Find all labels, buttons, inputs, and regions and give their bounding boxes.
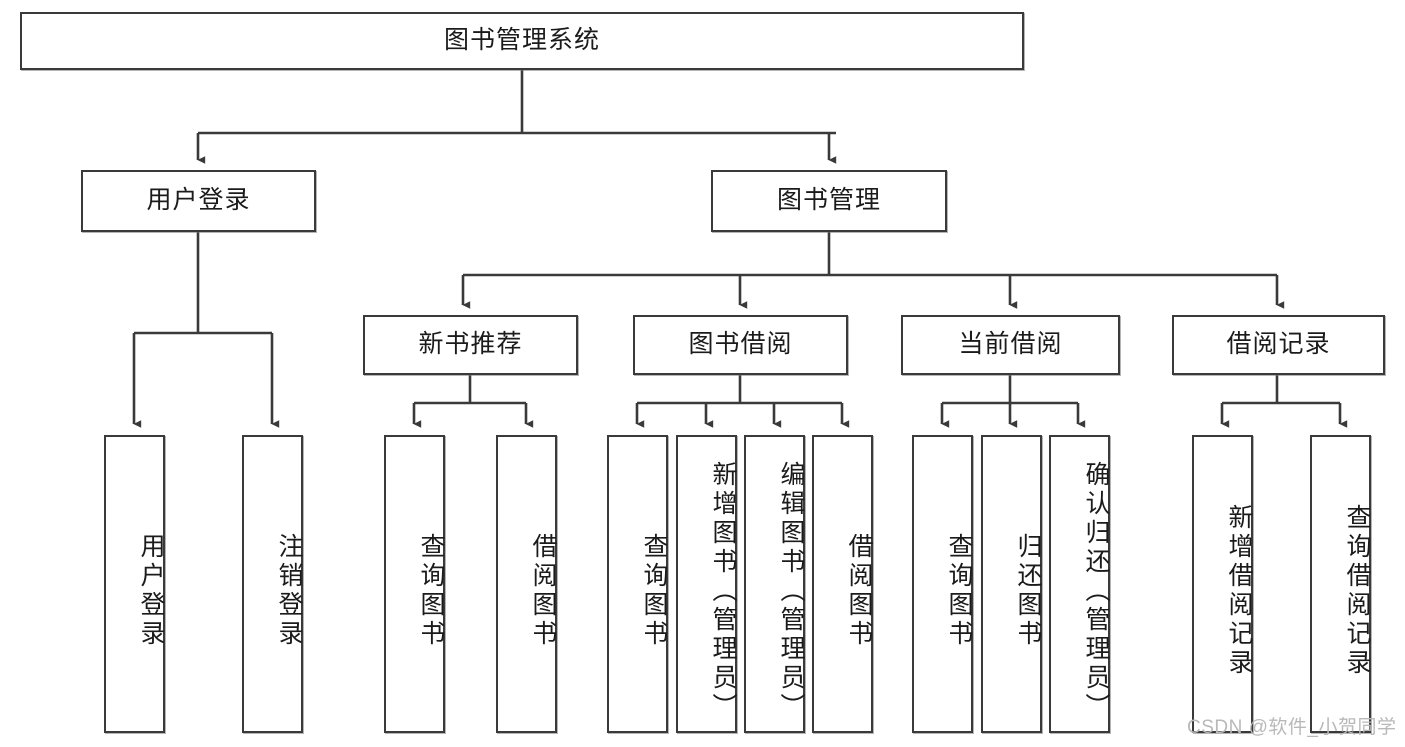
node-label: 用户登录 — [137, 533, 165, 649]
node-label: 编辑图书（管理员） — [777, 460, 805, 722]
node-label: 注销登录 — [275, 533, 303, 649]
node-leaf-add-book-admin[interactable]: 新增图书（管理员） — [676, 435, 737, 733]
node-book-borrow[interactable]: 图书借阅 — [633, 315, 848, 375]
node-label: 借阅图书 — [845, 533, 873, 649]
node-leaf-query-book-3[interactable]: 查询图书 — [912, 435, 973, 733]
node-user-login[interactable]: 用户登录 — [81, 170, 316, 232]
node-book-management[interactable]: 图书管理 — [711, 170, 947, 232]
node-label: 查询借阅记录 — [1343, 504, 1371, 678]
node-label: 图书借阅 — [688, 330, 793, 359]
node-label: 用户登录 — [146, 186, 251, 215]
node-root-book-management-system[interactable]: 图书管理系统 — [20, 12, 1024, 70]
node-label: 当前借阅 — [958, 330, 1063, 359]
node-borrow-record[interactable]: 借阅记录 — [1172, 315, 1385, 375]
node-label: 新增借阅记录 — [1225, 504, 1253, 678]
csdn-watermark: CSDN @软件_小贺同学 — [1187, 717, 1397, 738]
node-leaf-borrow-book-1[interactable]: 借阅图书 — [496, 435, 557, 733]
node-leaf-user-login[interactable]: 用户登录 — [104, 435, 165, 733]
node-leaf-query-book-1[interactable]: 查询图书 — [384, 435, 445, 733]
node-leaf-borrow-book-2[interactable]: 借阅图书 — [812, 435, 873, 733]
node-label: 图书管理 — [776, 186, 881, 215]
node-label: 借阅记录 — [1226, 330, 1331, 359]
node-label: 确认归还（管理员） — [1082, 460, 1110, 722]
node-label: 借阅图书 — [529, 533, 557, 649]
node-leaf-query-book-2[interactable]: 查询图书 — [607, 435, 668, 733]
node-leaf-logout-login[interactable]: 注销登录 — [242, 435, 303, 733]
node-current-borrow[interactable]: 当前借阅 — [901, 315, 1120, 375]
node-label: 查询图书 — [417, 533, 445, 649]
node-label: 图书管理系统 — [443, 26, 600, 55]
node-leaf-query-borrow-record[interactable]: 查询借阅记录 — [1310, 435, 1371, 733]
node-leaf-edit-book-admin[interactable]: 编辑图书（管理员） — [744, 435, 805, 733]
node-leaf-add-borrow-record[interactable]: 新增借阅记录 — [1192, 435, 1253, 733]
node-label: 新书推荐 — [418, 330, 523, 359]
node-label: 查询图书 — [640, 533, 668, 649]
node-label: 新增图书（管理员） — [709, 460, 737, 722]
node-leaf-confirm-return-admin[interactable]: 确认归还（管理员） — [1049, 435, 1110, 733]
node-new-book-recommend[interactable]: 新书推荐 — [363, 315, 578, 375]
node-leaf-return-book[interactable]: 归还图书 — [981, 435, 1042, 733]
node-label: 查询图书 — [945, 533, 973, 649]
node-label: 归还图书 — [1014, 533, 1042, 649]
